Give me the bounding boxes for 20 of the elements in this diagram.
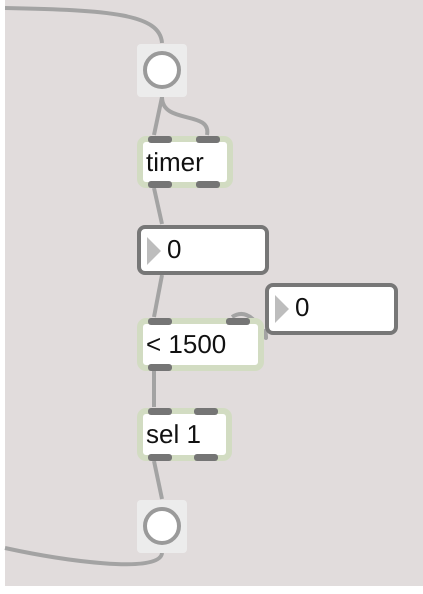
patch-cord <box>4 6 164 44</box>
patch-cord <box>152 188 164 224</box>
patch-cord <box>152 371 156 407</box>
bang-button <box>137 500 187 553</box>
object-box <box>137 408 232 461</box>
patch-cord <box>160 96 210 136</box>
bang-button <box>137 44 187 97</box>
number-value: 0 <box>295 292 310 322</box>
patch-cord <box>152 96 164 136</box>
object-label: sel 1 <box>146 419 201 449</box>
patch-cord <box>152 460 164 500</box>
object-label: < 1500 <box>146 329 226 359</box>
number-box <box>265 283 398 335</box>
object-label: timer <box>146 147 204 177</box>
object-box <box>137 318 264 371</box>
patch-cord <box>152 274 164 318</box>
object-box <box>137 136 233 188</box>
number-value: 0 <box>167 234 182 264</box>
number-box <box>137 225 269 275</box>
patch-cord <box>4 546 164 566</box>
